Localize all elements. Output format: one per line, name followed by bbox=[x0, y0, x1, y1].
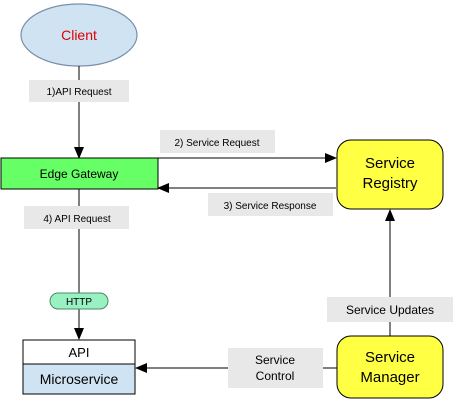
http-text: HTTP bbox=[66, 297, 92, 308]
edge-gateway-label: Edge Gateway bbox=[40, 167, 119, 181]
service-manager-node: Service Manager bbox=[336, 335, 444, 399]
client-label: Client bbox=[61, 27, 97, 43]
service-control-label: Service Control bbox=[228, 348, 323, 388]
api-request-1-label: 1)API Request bbox=[29, 80, 129, 102]
edge-gateway-node: Edge Gateway bbox=[0, 157, 159, 190]
api-request-4-label: 4) API Request bbox=[24, 206, 129, 229]
service-registry-label-line1: Service bbox=[365, 155, 415, 172]
service-updates-label: Service Updates bbox=[327, 297, 453, 322]
service-manager-label-line2: Manager bbox=[360, 369, 419, 386]
http-badge: HTTP bbox=[49, 292, 109, 310]
service-manager-label-line1: Service bbox=[365, 349, 415, 366]
service-response-label: 3) Service Response bbox=[208, 193, 333, 216]
service-request-text: 2) Service Request bbox=[174, 138, 259, 149]
api-label: API bbox=[69, 345, 90, 360]
api-request-1-text: 1)API Request bbox=[46, 87, 111, 98]
service-updates-text: Service Updates bbox=[346, 303, 434, 317]
service-request-label: 2) Service Request bbox=[160, 130, 275, 153]
service-registry-node: Service Registry bbox=[336, 139, 444, 210]
service-registry-label-line2: Registry bbox=[362, 175, 418, 192]
service-control-text-line1: Service bbox=[255, 353, 295, 367]
service-control-text-line2: Control bbox=[256, 369, 295, 383]
microservice-label: Microservice bbox=[40, 371, 119, 387]
service-response-text: 3) Service Response bbox=[224, 201, 317, 212]
microservice-node: API Microservice bbox=[22, 339, 136, 395]
client-node: Client bbox=[20, 3, 138, 67]
api-request-4-text: 4) API Request bbox=[43, 214, 110, 225]
